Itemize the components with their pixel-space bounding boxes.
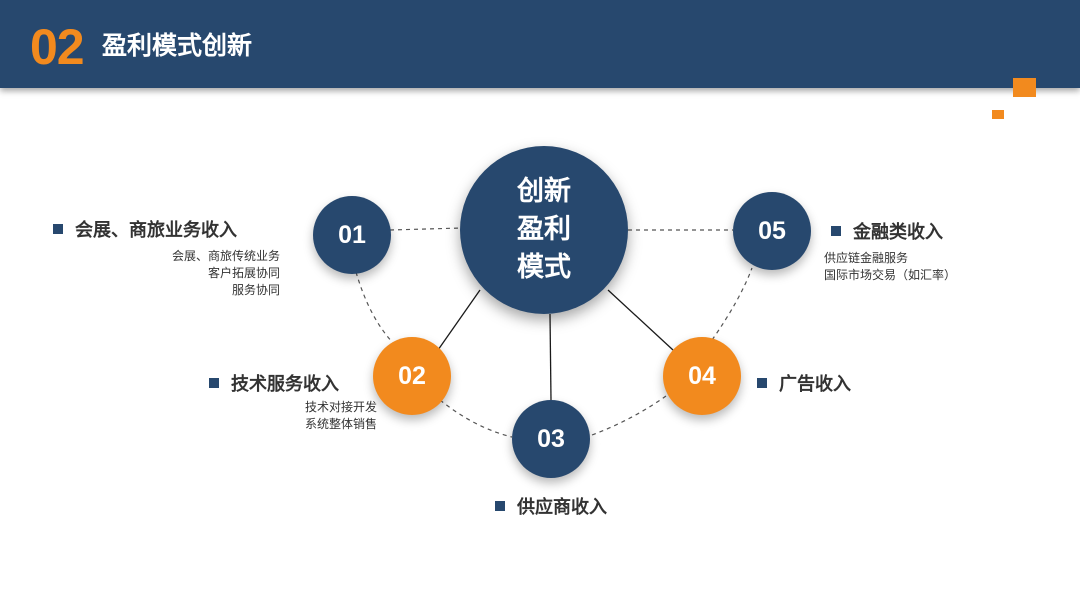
desc-05-line-2: 国际市场交易（如汇率） [824,268,957,282]
dash-04-05 [711,267,753,341]
center-line-3: 模式 [517,252,571,283]
label-02: 技术服务收入 [209,370,339,396]
label-04: 广告收入 [757,370,851,396]
bullet-square [495,501,505,511]
node-01: 01 [313,196,391,274]
center-circle: 创新 盈利 模式 [460,146,628,314]
label-03-title: 供应商收入 [517,497,607,518]
label-02-title: 技术服务收入 [231,374,339,395]
desc-01-line-3: 服务协同 [231,283,280,297]
header-bar: 02 盈利模式创新 [0,0,1080,88]
label-04-title: 广告收入 [779,374,851,395]
dash-02-03 [439,399,513,438]
desc-05-line-1: 供应链金融服务 [824,251,909,265]
bullet-square [53,224,63,234]
node-03: 03 [512,400,590,478]
center-line-2: 盈利 [517,214,571,245]
desc-05: 供应链金融服务 国际市场交易（如汇率） [824,250,956,284]
spoke-03 [549,313,552,401]
label-01-title: 会展、商旅业务收入 [75,220,237,241]
label-05-title: 金融类收入 [853,222,943,243]
dash-01-center [389,227,463,231]
desc-02: 技术对接开发 系统整体销售 [305,399,377,433]
node-04: 04 [663,337,741,415]
center-line-1: 创新 [517,176,571,207]
node-02: 02 [373,337,451,415]
bullet-square [757,378,767,388]
decor-square-small [992,110,1004,119]
page-title: 盈利模式创新 [102,31,253,60]
desc-02-line-1: 技术对接开发 [304,400,377,414]
section-number: 02 [30,19,85,75]
node-05: 05 [733,192,811,270]
desc-01-line-1: 会展、商旅传统业务 [171,249,280,263]
spoke-02 [437,289,481,351]
dash-03-04 [591,395,667,436]
label-01: 会展、商旅业务收入 [53,216,237,242]
label-03: 供应商收入 [495,493,607,519]
desc-01-line-2: 客户拓展协同 [207,266,280,280]
spoke-04 [607,289,674,351]
decor-square-large [1013,78,1036,97]
desc-01: 会展、商旅传统业务 客户拓展协同 服务协同 [172,248,280,299]
desc-02-line-2: 系统整体销售 [304,417,377,431]
label-05: 金融类收入 [831,218,943,244]
bullet-square [831,226,841,236]
dash-01-02 [355,271,397,347]
bullet-square [209,378,219,388]
